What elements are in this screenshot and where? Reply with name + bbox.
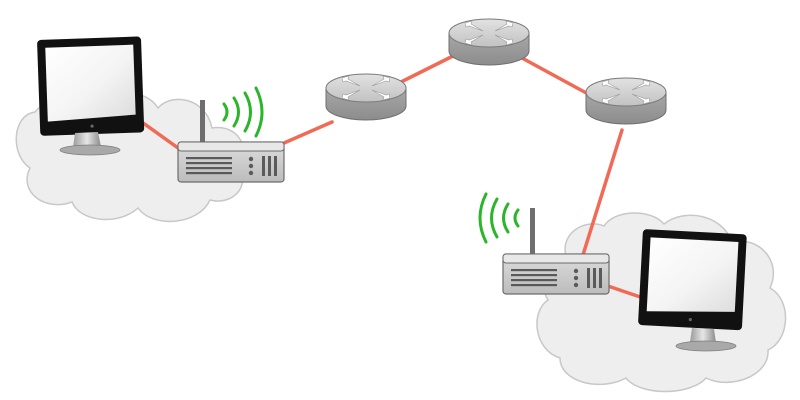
monitor-base-left <box>59 144 121 156</box>
wifi-router-right <box>478 192 610 295</box>
wifi-router-icon <box>177 141 285 183</box>
computer-left <box>37 36 145 156</box>
antenna-left <box>200 100 205 142</box>
antenna-right <box>530 208 535 254</box>
router-icon <box>325 73 407 121</box>
wifi-router-left <box>177 86 285 183</box>
monitor-base-right <box>675 340 737 352</box>
router-2 <box>448 18 530 66</box>
router-icon <box>585 77 667 125</box>
router-icon <box>448 18 530 66</box>
monitor-icon <box>37 36 145 136</box>
link-router-2-to-router-3 <box>520 56 592 97</box>
wifi-signal-icon <box>478 192 520 244</box>
wifi-signal-icon <box>222 86 264 138</box>
computer-right <box>637 229 747 352</box>
link-router-3-to-ap-right <box>580 128 624 260</box>
router-3 <box>585 77 667 125</box>
monitor-icon <box>637 229 747 331</box>
link-router-1-to-router-2 <box>393 53 457 87</box>
monitor-stand-left <box>73 132 101 148</box>
monitor-stand-right <box>690 328 716 343</box>
router-1 <box>325 73 407 121</box>
wifi-router-icon <box>502 253 610 295</box>
